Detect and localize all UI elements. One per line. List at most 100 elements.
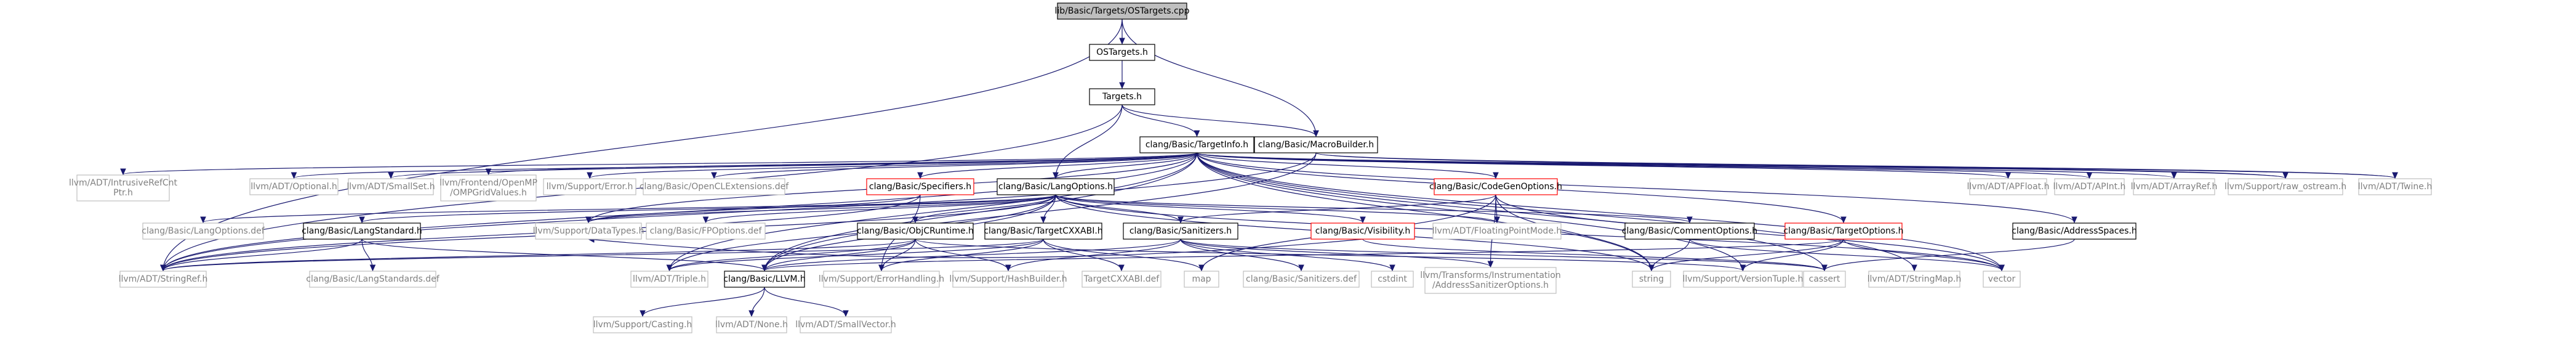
node-label-targetinfo: clang/Basic/TargetInfo.h [1146, 140, 1248, 150]
node-ostargets_h[interactable]: OSTargets.h [1089, 44, 1155, 61]
node-label-apint: llvm/ADT/APInt.h [2053, 182, 2126, 192]
node-addressspaces[interactable]: clang/Basic/AddressSpaces.h [2012, 222, 2137, 240]
node-label-langoptions: clang/Basic/LangOptions.h [998, 182, 1113, 192]
node-label-ostargets_h: OSTargets.h [1096, 47, 1148, 57]
node-label-asanoptions-0: llvm/Transforms/Instrumentation [1420, 271, 1561, 280]
node-box-objcruntime [857, 222, 974, 240]
node-langoptions_def[interactable]: clang/Basic/LangOptions.def [142, 222, 265, 240]
node-langstandard[interactable]: clang/Basic/LangStandard.h [302, 222, 422, 240]
node-datatypes[interactable]: llvm/Support/DataTypes.h [533, 222, 644, 240]
node-box-openclext [643, 178, 785, 195]
node-stringref[interactable]: llvm/ADT/StringRef.h [119, 271, 208, 288]
node-triple[interactable]: llvm/ADT/Triple.h [630, 271, 708, 288]
node-arrayref[interactable]: llvm/ADT/ArrayRef.h [2131, 178, 2218, 195]
node-label-macrobuilder: clang/Basic/MacroBuilder.h [1258, 140, 1374, 150]
node-box-smallvector [800, 316, 892, 333]
node-label-intrusiverefcnt-1: Ptr.h [113, 188, 133, 198]
node-targetoptions[interactable]: clang/Basic/TargetOptions.h [1783, 222, 1904, 240]
node-box-stringmap [1868, 271, 1960, 288]
edge-langstandard-to-llvm_h [361, 239, 764, 271]
node-label-targets_h: Targets.h [1102, 92, 1142, 102]
edge-langoptions-to-floatingpointmode [1055, 194, 1497, 222]
edge-langoptions-to-commentoptions [1055, 194, 1690, 222]
node-box-error_h [543, 178, 636, 195]
node-stringmap[interactable]: llvm/ADT/StringMap.h [1868, 271, 1962, 288]
node-label-ompgrid-0: llvm/Frontend/OpenMP [439, 178, 537, 188]
node-box-targetcxxabi [984, 222, 1102, 240]
node-label-targetcxxabi_def: TargetCXXABI.def [1083, 274, 1160, 284]
edge-commentoptions-to-string [1651, 239, 1690, 271]
node-label-raw_ostream: llvm/Support/raw_ostream.h [2225, 182, 2346, 192]
node-box-twine [2358, 178, 2432, 195]
node-none[interactable]: llvm/ADT/None.h [715, 316, 788, 333]
node-fpoptions[interactable]: clang/Basic/FPOptions.def [646, 222, 766, 240]
node-error_h[interactable]: llvm/Support/Error.h [543, 178, 636, 195]
node-objcruntime[interactable]: clang/Basic/ObjCRuntime.h [857, 222, 974, 240]
edge-objcruntime-to-triple [670, 239, 916, 271]
node-sanitizers_def[interactable]: clang/Basic/Sanitizers.def [1243, 271, 1360, 288]
node-codegenoptions[interactable]: clang/Basic/CodeGenOptions.h [1429, 178, 1562, 195]
node-langoptions[interactable]: clang/Basic/LangOptions.h [997, 178, 1115, 195]
node-label-datatypes: llvm/Support/DataTypes.h [533, 226, 644, 236]
node-box-sanitizers_def [1243, 271, 1360, 288]
node-raw_ostream[interactable]: llvm/Support/raw_ostream.h [2225, 178, 2346, 195]
node-box-langstandards_def [309, 271, 436, 288]
node-macrobuilder[interactable]: clang/Basic/MacroBuilder.h [1254, 136, 1378, 153]
node-label-targetoptions: clang/Basic/TargetOptions.h [1783, 226, 1903, 236]
node-label-addressspaces: clang/Basic/AddressSpaces.h [2012, 226, 2137, 236]
node-commentoptions[interactable]: clang/Basic/CommentOptions.h [1622, 222, 1757, 240]
node-map[interactable]: map [1184, 271, 1219, 288]
node-sanitizers[interactable]: clang/Basic/Sanitizers.h [1123, 222, 1238, 240]
node-box-vector [1983, 271, 2021, 288]
node-targetcxxabi[interactable]: clang/Basic/TargetCXXABI.h [984, 222, 1103, 240]
node-string[interactable]: string [1632, 271, 1671, 288]
node-casting[interactable]: llvm/Support/Casting.h [593, 316, 692, 333]
node-llvm_h[interactable]: clang/Basic/LLVM.h [723, 271, 806, 288]
node-box-apint [2054, 178, 2125, 195]
edge-targetinfo-to-langoptions [1056, 152, 1198, 178]
node-box-errorhandling [823, 271, 940, 288]
node-cstdint[interactable]: cstdint [1371, 271, 1414, 288]
edge-codegenoptions-to-sanitizers [1181, 194, 1496, 222]
edge-targetcxxabi-to-errorhandling [881, 239, 1044, 271]
edge-targetoptions-to-versiontuple [1743, 239, 1844, 271]
node-hashbuilder[interactable]: llvm/Support/HashBuilder.h [949, 271, 1067, 288]
node-box-langstandard [303, 222, 421, 240]
node-twine[interactable]: llvm/ADT/Twine.h [2358, 178, 2432, 195]
node-errorhandling[interactable]: llvm/Support/ErrorHandling.h [819, 271, 944, 288]
node-label-intrusiverefcnt-0: llvm/ADT/IntrusiveRefCnt [69, 178, 178, 188]
edge-targetinfo-to-ompgrid [489, 152, 1198, 174]
node-box-smallset [348, 178, 434, 195]
node-smallvector[interactable]: llvm/ADT/SmallVector.h [795, 316, 896, 333]
node-box-cstdint [1371, 271, 1414, 288]
node-langstandards_def[interactable]: clang/Basic/LangStandards.def [306, 271, 440, 288]
node-visibility[interactable]: clang/Basic/Visibility.h [1310, 222, 1415, 240]
node-floatingpointmode[interactable]: llvm/ADT/FloatingPointMode.h [1432, 222, 1562, 240]
node-versiontuple[interactable]: llvm/Support/VersionTuple.h [1683, 271, 1804, 288]
node-apint[interactable]: llvm/ADT/APInt.h [2053, 178, 2126, 195]
node-apfloat[interactable]: llvm/ADT/APFloat.h [1967, 178, 2050, 195]
node-asanoptions[interactable]: llvm/Transforms/Instrumentation/AddressS… [1420, 267, 1561, 294]
node-smallset[interactable]: llvm/ADT/SmallSet.h [347, 178, 435, 195]
node-targets_h[interactable]: Targets.h [1089, 88, 1155, 105]
node-targetcxxabi_def[interactable]: TargetCXXABI.def [1081, 271, 1162, 288]
node-label-cstdint: cstdint [1378, 274, 1407, 284]
node-root[interactable]: lib/Basic/Targets/OSTargets.cpp [1055, 2, 1190, 20]
node-box-intrusiverefcnt [76, 174, 170, 202]
node-openclext[interactable]: clang/Basic/OpenCLExtensions.def [640, 178, 789, 195]
node-box-langoptions_def [142, 222, 264, 240]
node-label-targetcxxabi: clang/Basic/TargetCXXABI.h [984, 226, 1102, 236]
node-label-codegenoptions: clang/Basic/CodeGenOptions.h [1429, 182, 1562, 192]
node-box-targets_h [1089, 88, 1155, 105]
node-optional[interactable]: llvm/ADT/Optional.h [249, 178, 339, 195]
node-targetinfo[interactable]: clang/Basic/TargetInfo.h [1139, 136, 1254, 153]
node-cassert[interactable]: cassert [1803, 271, 1846, 288]
node-ompgrid[interactable]: llvm/Frontend/OpenMP/OMPGridValues.h [439, 174, 537, 202]
edge-llvm_h-to-none [752, 287, 765, 316]
node-specifiers[interactable]: clang/Basic/Specifiers.h [866, 178, 974, 195]
node-box-targetoptions [1784, 222, 1903, 240]
node-vector[interactable]: vector [1983, 271, 2021, 288]
node-box-ostargets_h [1089, 44, 1155, 61]
